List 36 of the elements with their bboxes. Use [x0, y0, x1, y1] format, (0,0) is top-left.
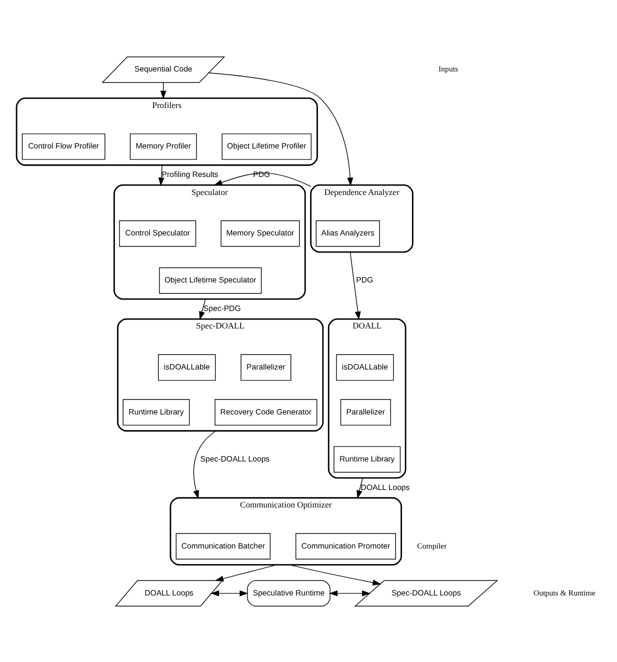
node-box: Memory Profiler — [130, 132, 197, 160]
node-box: Object Lifetime Speculator — [159, 266, 262, 294]
label: Outputs & Runtime — [534, 588, 596, 597]
edge-label: DOALL Loops — [360, 482, 410, 492]
arrow — [210, 590, 248, 596]
arrow — [208, 72, 354, 186]
node-box: Alias Analyzers — [316, 220, 380, 246]
arrow — [329, 590, 371, 596]
label: Compiler — [417, 540, 447, 550]
node-box: Runtime Library — [334, 446, 401, 472]
node-box: Parallelizer — [340, 398, 391, 426]
node-box: Communication Promoter — [296, 532, 396, 559]
node-box: isDOALLable — [158, 354, 216, 380]
arrow — [356, 477, 363, 498]
node-box: isDOALLable — [336, 354, 394, 380]
label: Inputs — [438, 64, 458, 74]
arrow — [199, 298, 206, 320]
node-box: Control Speculator — [119, 220, 196, 246]
node-box: Object Lifetime Profiler — [222, 132, 312, 160]
node-box: Communication Batcher — [176, 532, 271, 559]
arrow — [158, 164, 164, 186]
node-box: Memory Speculator — [220, 220, 300, 246]
arrow — [214, 564, 278, 582]
node-box: Runtime Library — [122, 398, 190, 426]
arrow — [350, 251, 361, 320]
edge-label: Spec-PDG — [203, 304, 241, 313]
edge-label: Profiling Results — [162, 170, 218, 179]
arrow — [289, 564, 382, 585]
edge-label: Spec-DOALL Loops — [200, 454, 270, 463]
node-box: Parallelizer — [240, 354, 292, 380]
node-box: Control Flow Profiler — [22, 132, 106, 160]
node-box: Speculative Runtime — [247, 580, 330, 606]
edge-label: PDG — [356, 275, 374, 284]
node-box: Recovery Code Generator — [214, 398, 318, 426]
arrow — [214, 172, 312, 186]
arrow — [193, 430, 216, 498]
